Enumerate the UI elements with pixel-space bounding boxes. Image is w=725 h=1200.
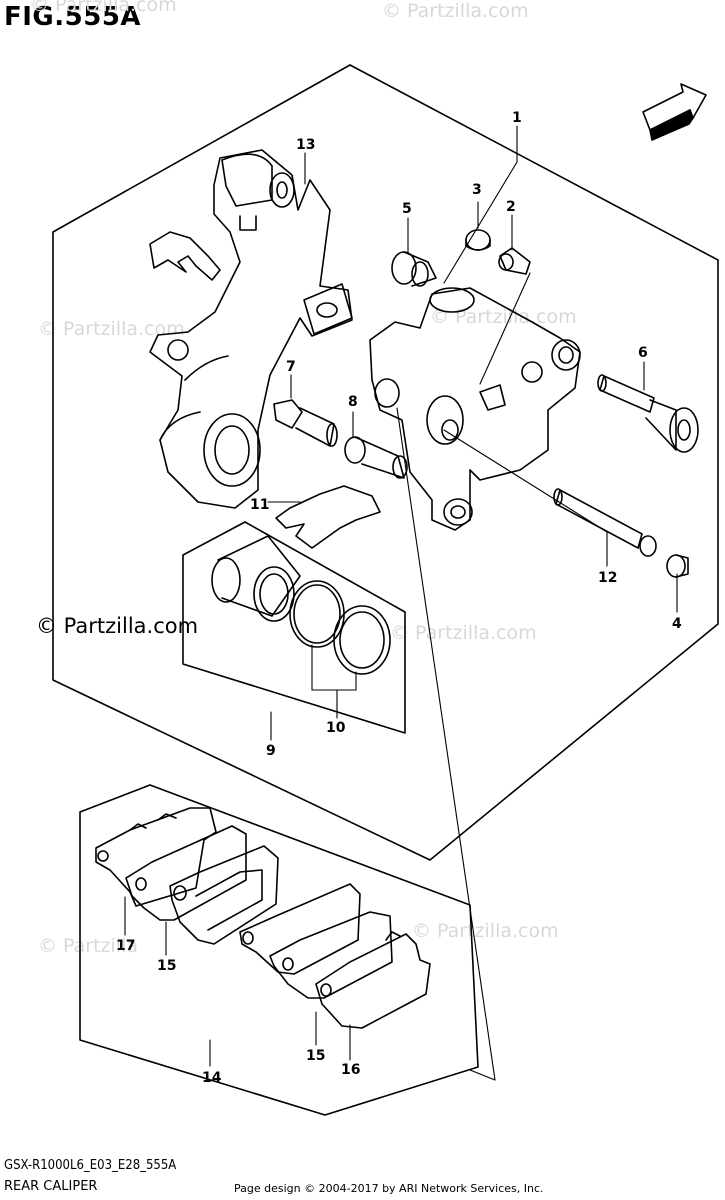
watermark: © Partzilla.com xyxy=(390,622,537,644)
figure-title: FIG.555A xyxy=(4,2,142,32)
brake-pads xyxy=(95,807,431,1029)
piston-9 xyxy=(211,535,301,622)
diagram-caption: REAR CALIPER xyxy=(4,1179,98,1194)
watermark: © Partzilla xyxy=(38,935,139,957)
callout-15a: 15 xyxy=(157,958,176,974)
callout-2: 2 xyxy=(506,199,516,215)
watermark: © Partzilla.com xyxy=(430,306,577,328)
callout-17: 17 xyxy=(116,938,135,954)
bleeder-cap-3 xyxy=(465,229,491,251)
callout-1: 1 xyxy=(512,110,522,126)
callout-3: 3 xyxy=(472,182,482,198)
bracket-clip xyxy=(149,231,221,281)
watermark: © Partzilla.com xyxy=(38,318,185,340)
model-code: GSX-R1000L6_E03_E28_555A xyxy=(4,1158,177,1173)
pad-spring-11 xyxy=(275,485,381,549)
callout-14: 14 xyxy=(202,1070,222,1086)
copyright-credit: Page design © 2004-2017 by ARI Network S… xyxy=(234,1182,544,1195)
watermark-dark: © Partzilla.com xyxy=(36,614,199,638)
bleeder-screw-2 xyxy=(498,247,531,275)
watermark: © Partzilla.com xyxy=(382,0,529,22)
callout-10: 10 xyxy=(326,720,346,736)
piston-seals-10 xyxy=(289,580,391,675)
grommet-5 xyxy=(391,251,437,287)
callout-9: 9 xyxy=(266,743,276,759)
callout-5: 5 xyxy=(402,201,412,217)
callout-12: 12 xyxy=(598,570,617,586)
plug-4 xyxy=(666,554,689,578)
callout-16: 16 xyxy=(341,1062,360,1078)
callout-7: 7 xyxy=(286,359,296,375)
assembly-outline-1 xyxy=(52,64,719,861)
watermark: © Partzilla.com xyxy=(30,0,177,16)
caliper-body xyxy=(369,287,581,531)
fwd-arrow-icon xyxy=(642,83,707,141)
callout-6: 6 xyxy=(638,345,648,361)
callout-4: 4 xyxy=(672,616,682,632)
dust-boot-8 xyxy=(344,436,408,479)
watermark: © Partzilla.com xyxy=(412,920,559,942)
callout-11: 11 xyxy=(250,497,269,513)
slide-pin-bolt-7 xyxy=(273,399,338,447)
piston-kit-outline xyxy=(182,521,406,734)
callout-15b: 15 xyxy=(306,1048,325,1064)
slide-pin-12 xyxy=(553,488,657,557)
slide-pin-6 xyxy=(597,374,699,453)
callout-13: 13 xyxy=(296,137,315,153)
callout-8: 8 xyxy=(348,394,358,410)
caliper-bracket xyxy=(149,149,353,509)
